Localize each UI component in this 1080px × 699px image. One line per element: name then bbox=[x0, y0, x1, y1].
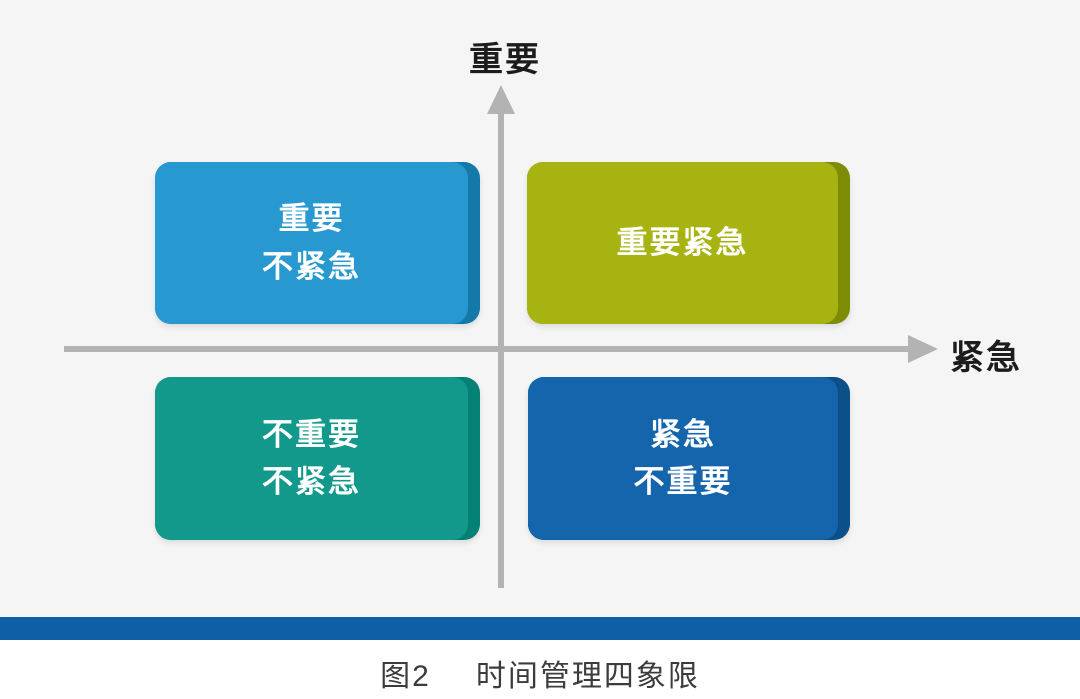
x-axis-line bbox=[64, 346, 912, 352]
figure-caption-title: 时间管理四象限 bbox=[475, 659, 700, 693]
quadrant-face: 重要 不紧急 bbox=[155, 162, 468, 324]
quadrant-label-line: 重要 bbox=[278, 201, 345, 237]
quadrant-label-line: 不重要 bbox=[633, 464, 733, 499]
quadrant-label-line: 紧急 bbox=[650, 416, 716, 452]
quadrant-label-line: 重要紧急 bbox=[616, 224, 749, 260]
divider-bar bbox=[0, 617, 1080, 640]
quadrant-face: 不重要 不紧急 bbox=[155, 377, 468, 540]
quadrant-important-not-urgent: 重要 不紧急 bbox=[155, 162, 480, 324]
quadrant-label-line: 不紧急 bbox=[262, 248, 361, 284]
quadrant-urgent-not-important: 紧急 不重要 bbox=[528, 377, 850, 540]
quadrant-label-line: 不紧急 bbox=[262, 464, 361, 499]
quadrant-not-important-not-urgent: 不重要 不紧急 bbox=[155, 377, 480, 540]
quadrant-face: 重要紧急 bbox=[527, 162, 838, 324]
figure-caption-number: 图2 bbox=[380, 659, 431, 693]
figure-caption: 图2 时间管理四象限 bbox=[0, 640, 1080, 699]
y-axis-arrow-up-icon bbox=[487, 85, 515, 114]
y-axis-label: 重要 bbox=[469, 41, 541, 79]
quadrant-label-line: 不重要 bbox=[262, 416, 361, 452]
quadrant-important-urgent: 重要紧急 bbox=[527, 162, 850, 324]
x-axis-arrow-right-icon bbox=[908, 335, 938, 363]
quadrant-face: 紧急 不重要 bbox=[528, 377, 838, 540]
x-axis-label: 紧急 bbox=[950, 339, 1022, 377]
